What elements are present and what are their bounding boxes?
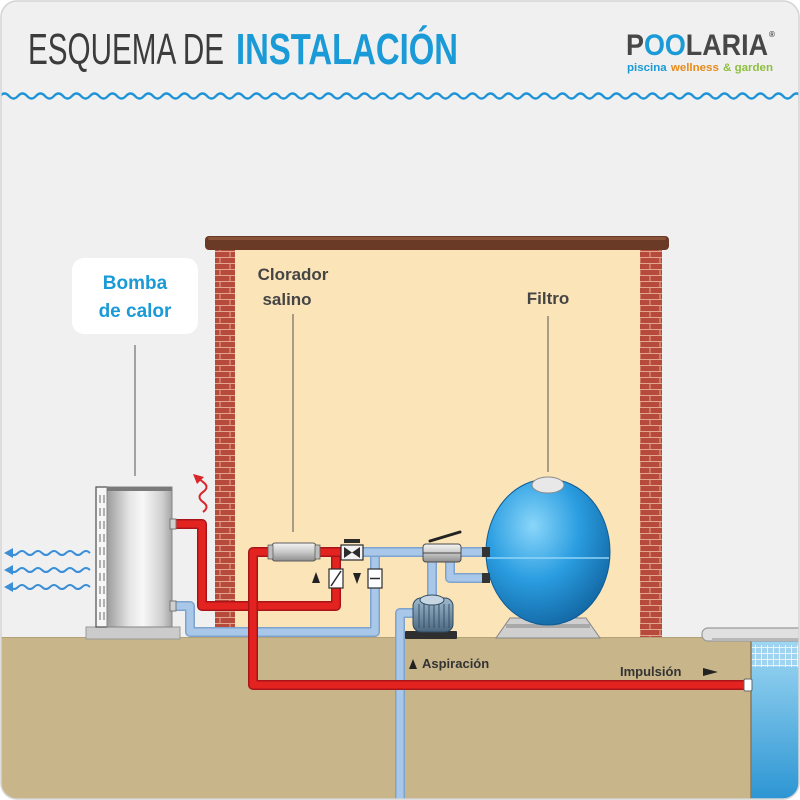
building [205, 236, 669, 638]
title-part1: ESQUEMA DE [28, 25, 224, 74]
hot-check-valve-flap [330, 570, 342, 587]
heat-pump-inlet-stub [169, 600, 177, 612]
heat-pump [85, 486, 181, 640]
ground [1, 637, 751, 799]
suction-label: Aspiración [409, 656, 489, 671]
callout-line-2: de calor [99, 301, 172, 322]
filter-label-text: Filtro [527, 289, 570, 308]
roof-highlight [208, 237, 666, 240]
title-part2: INSTALACIÓN [236, 24, 458, 74]
ball-valve [340, 539, 364, 561]
cold-pipes [172, 547, 488, 799]
filter-stand-ring [506, 624, 590, 628]
logo-part-p: P [626, 29, 644, 62]
sand-filter [482, 476, 611, 639]
heat-pump-base [85, 626, 181, 640]
tagline-piscina: piscina [627, 62, 668, 74]
return-nozzle [743, 678, 753, 692]
callout-box [72, 258, 198, 334]
heat-pump-body [106, 486, 173, 628]
callout-line-1: Bomba [103, 273, 168, 294]
logo-part-oo: OO [644, 29, 686, 62]
pump-motor-fins [418, 604, 450, 628]
chlorinator-cap-left [267, 544, 274, 560]
header-wave-line [1, 92, 799, 100]
hot-flow-up-arrow-icon [312, 572, 320, 583]
cold-check-valve [353, 568, 383, 589]
cold-air-wave-icon [9, 550, 91, 556]
filter-lid [531, 476, 565, 494]
pipe-heatpump-return [172, 552, 380, 637]
return-arrow-icon [703, 668, 718, 676]
pump-base [405, 631, 457, 639]
hot-air-squiggle-icon [193, 474, 208, 513]
logo-registered-mark: ® [769, 30, 775, 39]
multiport-valve [422, 530, 462, 563]
ball-valve-handle [344, 539, 360, 543]
cold-air-wave-icon [9, 584, 91, 590]
tagline-wellness: wellness [670, 62, 719, 74]
multiport-valve-handle [428, 530, 462, 543]
hot-air-arrowhead-icon [193, 474, 204, 484]
heat-pump-outlet-stub [169, 518, 177, 530]
filter-tank [485, 478, 611, 626]
pool-coping-shadow [712, 638, 799, 641]
chlorinator-label-line-2: salino [262, 290, 311, 309]
pipe-suction [395, 608, 414, 799]
pool-pump [405, 594, 457, 639]
logo-wordmark: POOLARIA [626, 29, 768, 62]
heat-pump-grille [95, 486, 109, 628]
chlorinator-cell [271, 542, 317, 562]
chlorinator-label-line-1: Clorador [258, 265, 329, 284]
suction-label-text: Aspiración [422, 656, 489, 671]
return-label: Impulsión [620, 664, 718, 679]
filter-label: Filtro [527, 289, 570, 472]
tagline-garden: & garden [723, 62, 773, 74]
cold-air-wave-icon [9, 567, 91, 573]
return-label-text: Impulsión [620, 664, 681, 679]
cold-air-arrowhead-icon [4, 582, 13, 592]
logo-part-laria: LARIA [686, 29, 768, 62]
cold-air-arrowhead-icon [4, 565, 13, 575]
pipe-heatpump-outlet [172, 519, 341, 611]
hot-check-valve [312, 568, 344, 589]
suction-arrow-icon [409, 659, 417, 669]
left-brick-pillar [215, 250, 235, 638]
filter-upper-port [482, 547, 490, 557]
ball-valve-bowtie [344, 547, 352, 558]
pool [701, 627, 799, 799]
ball-valve-bowtie [352, 547, 360, 558]
chlorinator-cap-right [314, 544, 321, 560]
pool-tile-band [751, 645, 799, 667]
cold-air-waves [4, 548, 91, 592]
chlorinator-label: Clorador salino [258, 265, 329, 532]
right-brick-pillar [640, 250, 662, 638]
pipe-filter-lower-port [445, 560, 488, 583]
filter-lower-port [482, 573, 490, 583]
hot-air-squiggle [196, 475, 208, 513]
grille-details [99, 495, 105, 620]
cold-air-arrowhead-icon [4, 548, 13, 558]
heat-pump-top-edge [107, 487, 172, 491]
cold-flow-down-arrow-icon [353, 573, 361, 584]
chlorinator [267, 542, 321, 562]
heat-pump-callout: Bomba de calor [72, 258, 198, 476]
pump-strainer-lid [419, 594, 445, 606]
